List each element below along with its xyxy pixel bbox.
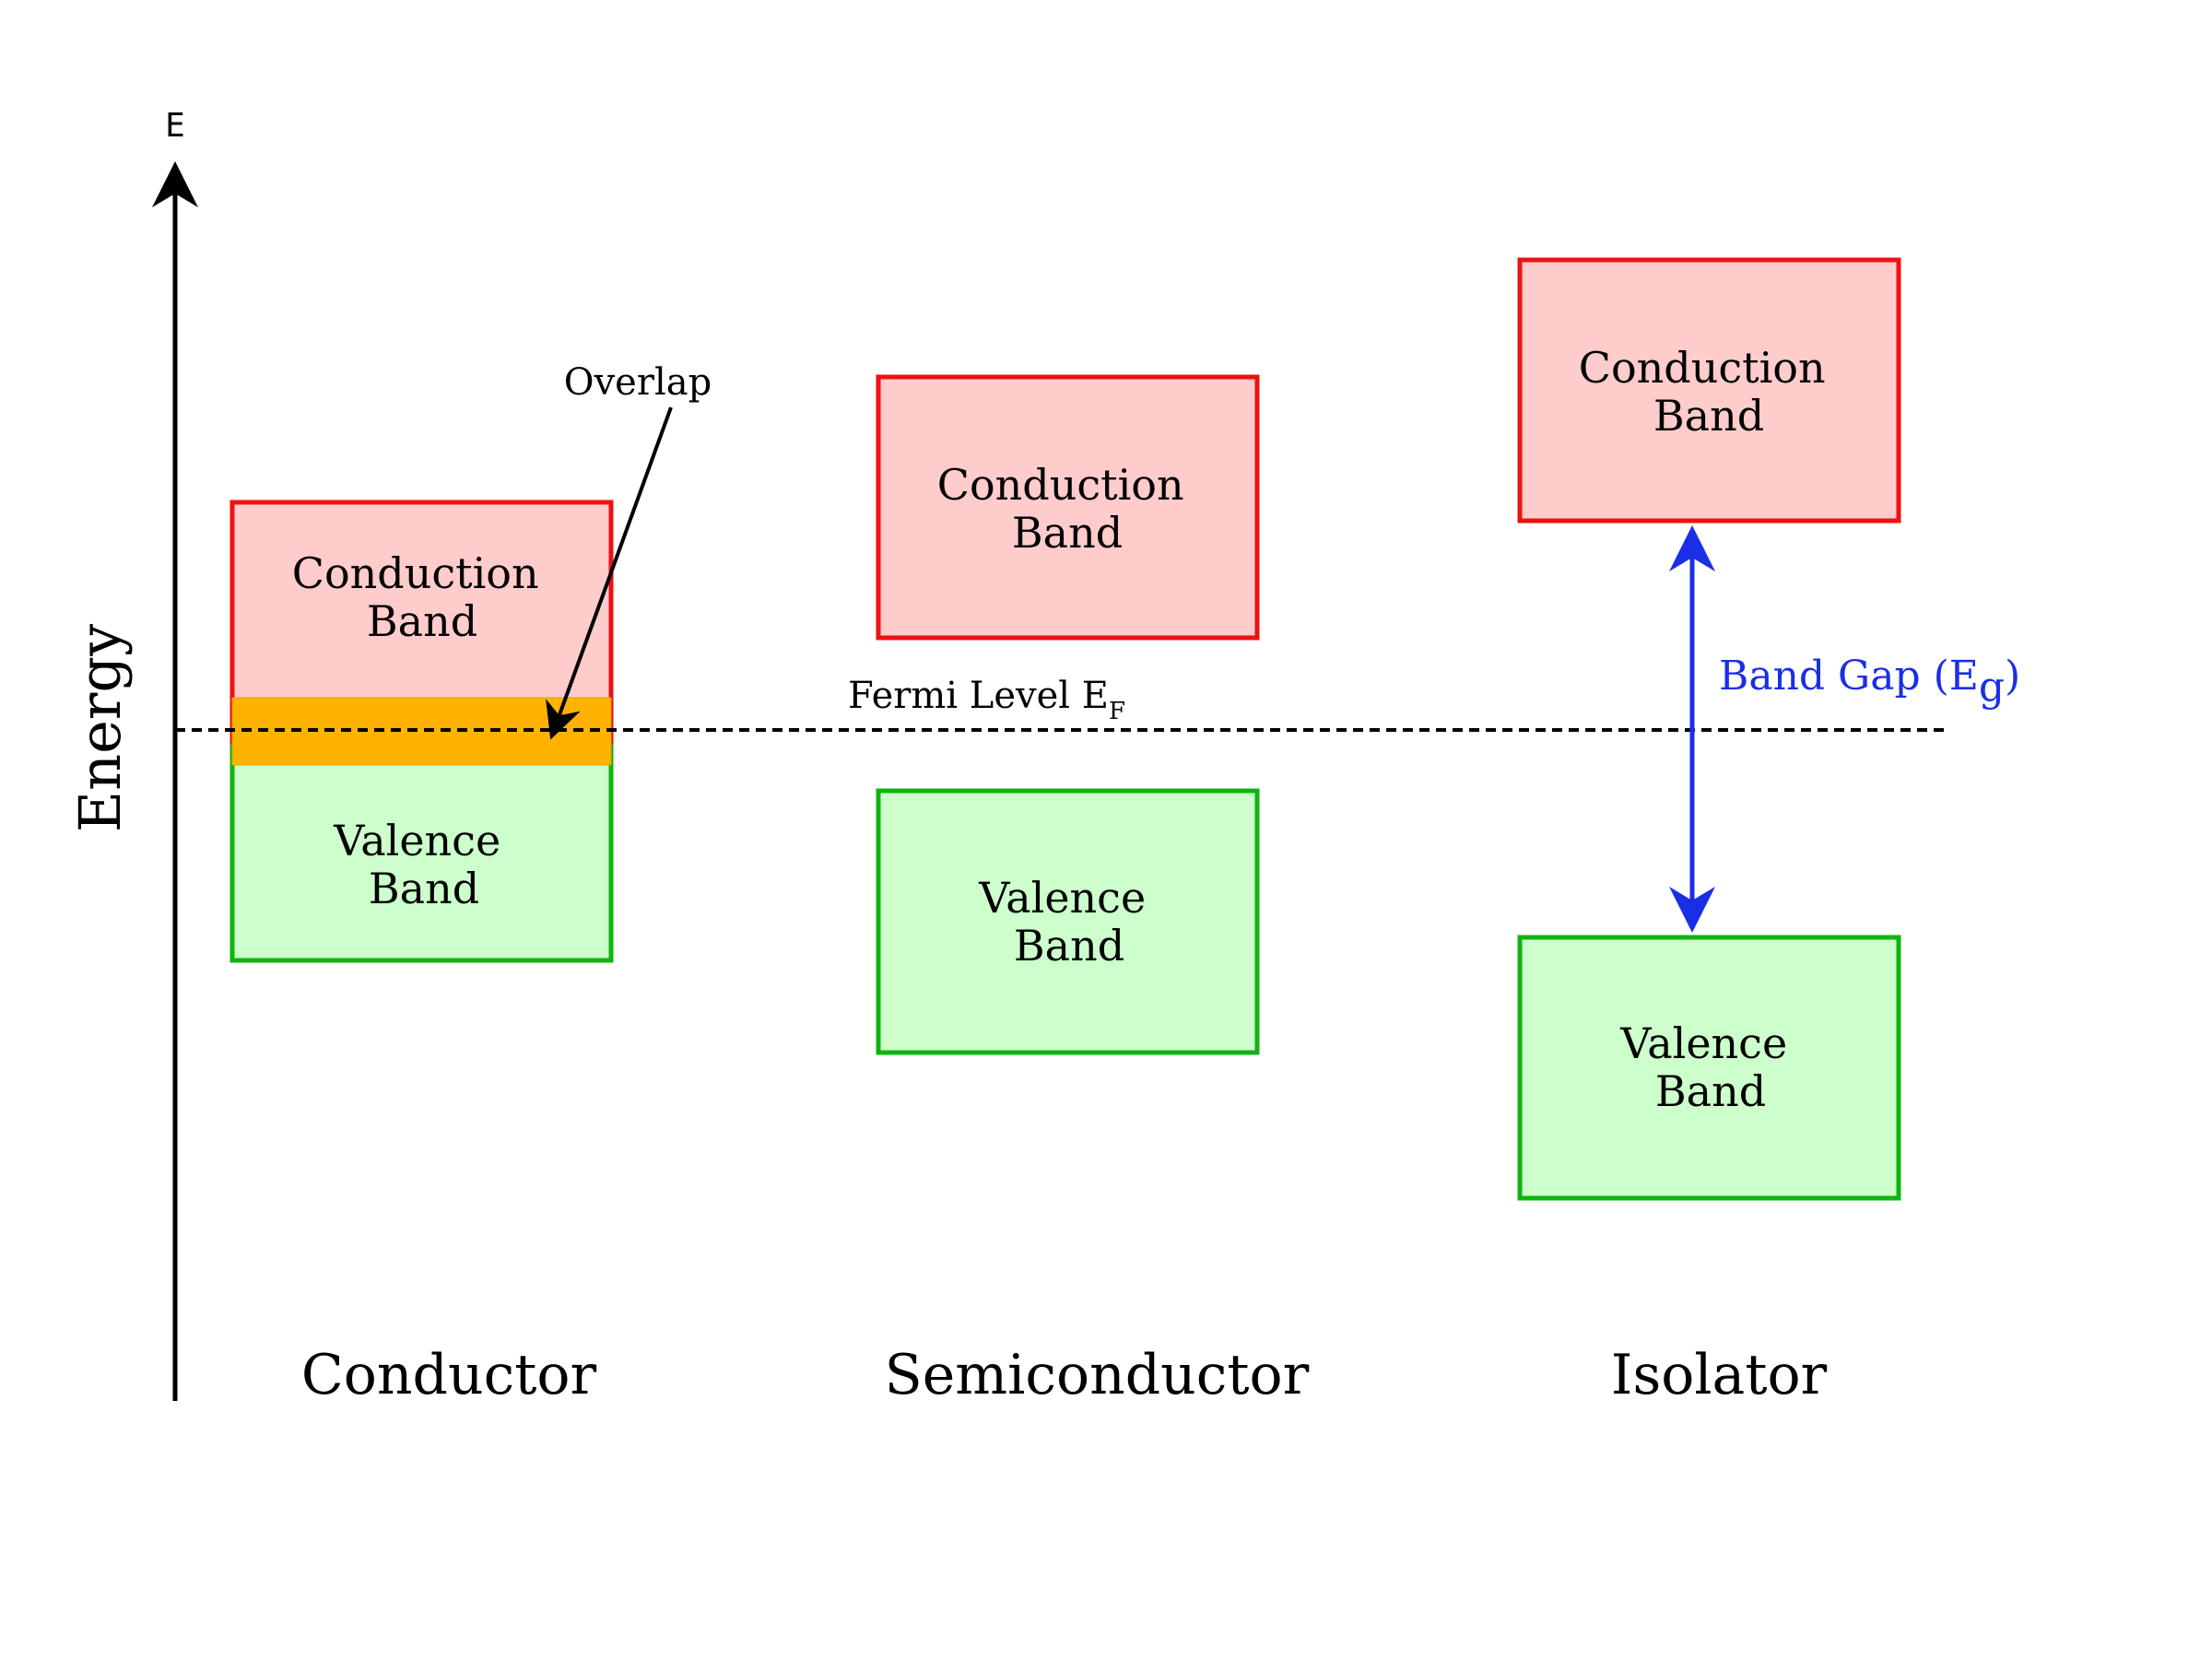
band-gap-label: Band Gap (Eg) (1719, 653, 2020, 711)
isolator-valence-band (1517, 935, 1901, 1201)
axis-label: Energy (66, 624, 134, 832)
semiconductor-valence-label: Valence Band (978, 873, 1159, 971)
semiconductor-conduction-band (876, 374, 1260, 641)
isolator-conduction-band (1517, 257, 1901, 524)
fermi-level-label: Fermi Level EF (848, 675, 1125, 725)
material-label-isolator: Isolator (1611, 1343, 1828, 1407)
conductor-valence-band (229, 744, 614, 963)
overlap-label: Overlap (564, 361, 712, 404)
semiconductor-conduction-label: Conduction Band (937, 460, 1198, 558)
semiconductor-valence-band (876, 788, 1260, 1055)
overlap-arrow (546, 406, 673, 740)
material-label-conductor: Conductor (301, 1343, 597, 1407)
axis-top-label: E (165, 107, 185, 145)
isolator-conduction-label: Conduction Band (1579, 343, 1840, 441)
material-label-semiconductor: Semiconductor (885, 1343, 1310, 1407)
isolator-valence-label: Valence Band (1619, 1018, 1801, 1116)
conductor-valence-label: Valence Band (333, 816, 514, 913)
conductor-conduction-label: Conduction Band (292, 548, 553, 646)
